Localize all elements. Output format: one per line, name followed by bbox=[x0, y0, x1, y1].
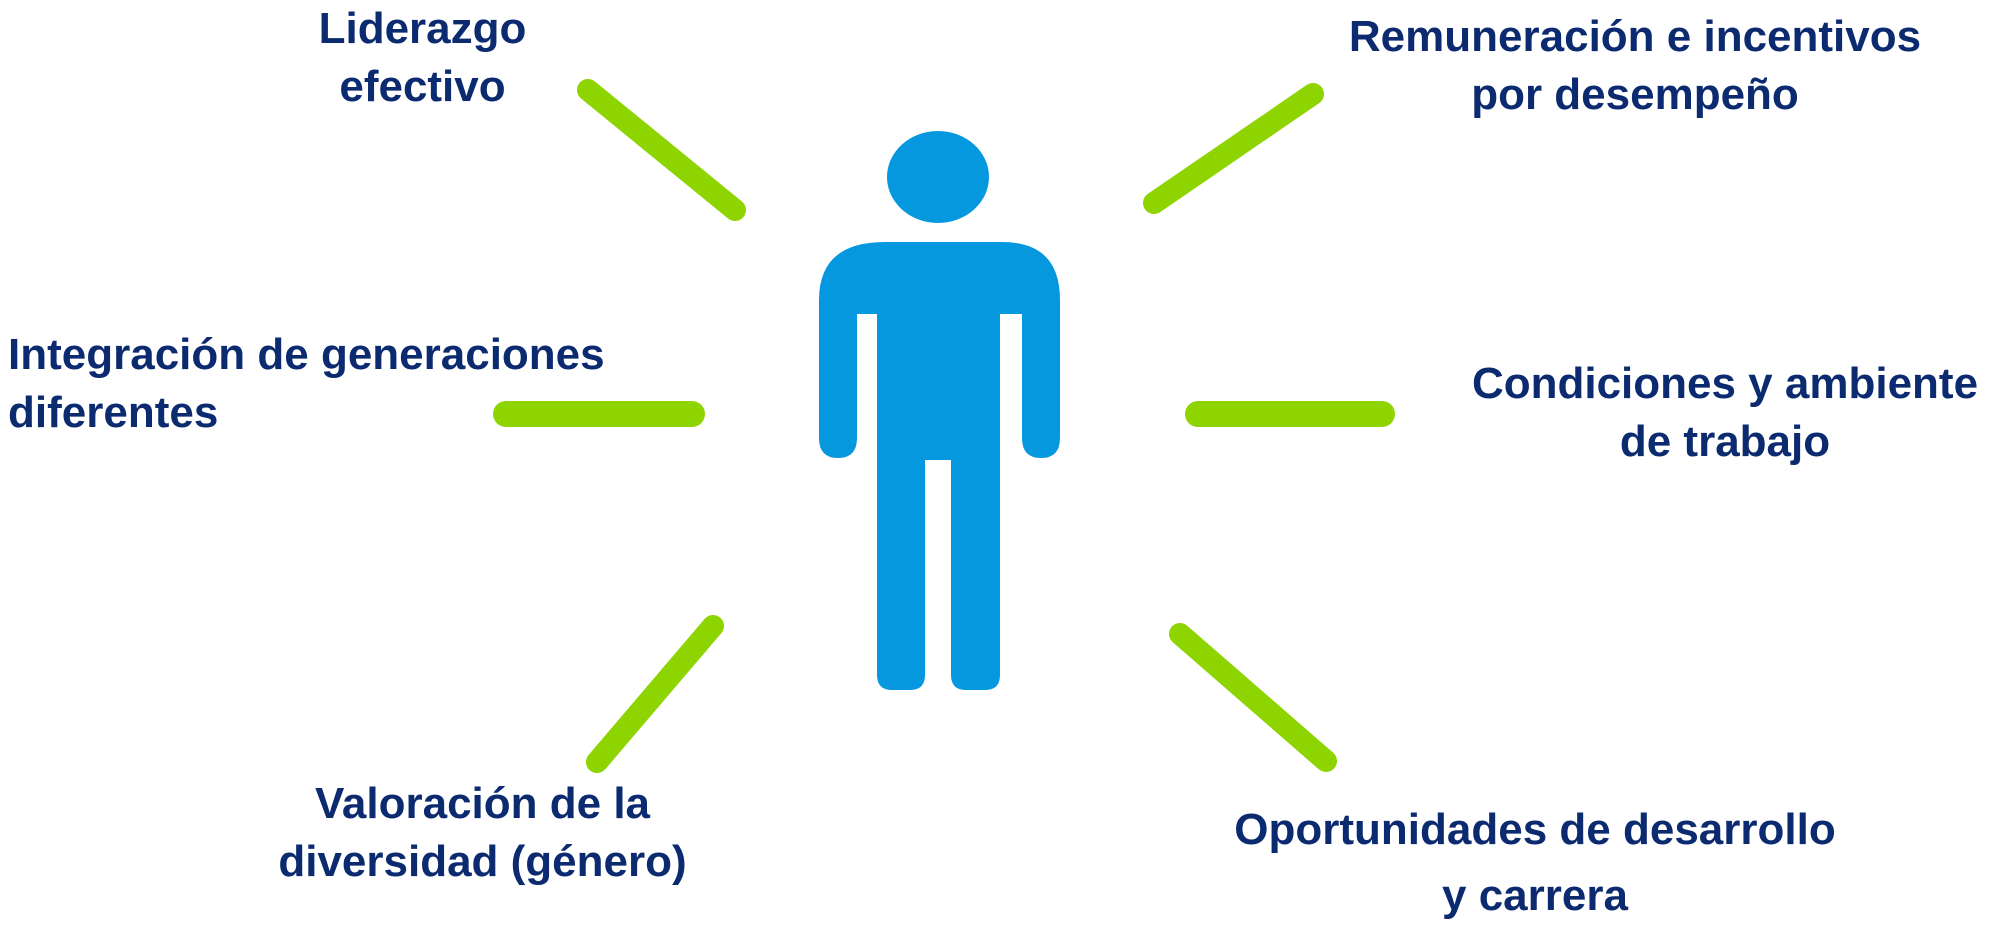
ray-diversity bbox=[586, 615, 724, 773]
person-icon bbox=[819, 131, 1060, 690]
label-opportunities-line1: Oportunidades de desarrollo bbox=[1234, 805, 1836, 854]
label-conditions: Condiciones y ambiente de trabajo bbox=[1455, 355, 1995, 471]
person-body bbox=[819, 242, 1060, 690]
connector-rays bbox=[493, 79, 1395, 773]
label-leadership-line1: Liderazgo bbox=[318, 4, 527, 53]
label-diversity: Valoración de la diversidad (género) bbox=[250, 775, 715, 891]
label-leadership-line2: efectivo bbox=[339, 62, 506, 111]
label-leadership: Liderazgo efectivo bbox=[300, 0, 545, 116]
label-conditions-line1: Condiciones y ambiente bbox=[1471, 359, 1979, 408]
ray-leadership bbox=[577, 79, 746, 221]
label-remuneration-line2: por desempeño bbox=[1471, 70, 1799, 119]
label-opportunities: Oportunidades de desarrollo y carrera bbox=[1205, 797, 1865, 929]
label-generations-line2: diferentes bbox=[8, 388, 219, 437]
label-diversity-line1: Valoración de la bbox=[314, 779, 651, 828]
label-conditions-line2: de trabajo bbox=[1619, 417, 1831, 466]
label-generations: Integración de generaciones diferentes bbox=[8, 326, 658, 442]
label-diversity-line2: diversidad (género) bbox=[278, 837, 687, 886]
ray-opportunities bbox=[1169, 623, 1337, 772]
ray-remuneration bbox=[1143, 83, 1324, 214]
label-opportunities-line2: y carrera bbox=[1442, 871, 1628, 920]
label-remuneration-line1: Remuneración e incentivos bbox=[1348, 12, 1922, 61]
person-head bbox=[887, 131, 989, 223]
label-generations-line1: Integración de generaciones bbox=[8, 330, 605, 379]
label-remuneration: Remuneración e incentivos por desempeño bbox=[1320, 8, 1950, 124]
